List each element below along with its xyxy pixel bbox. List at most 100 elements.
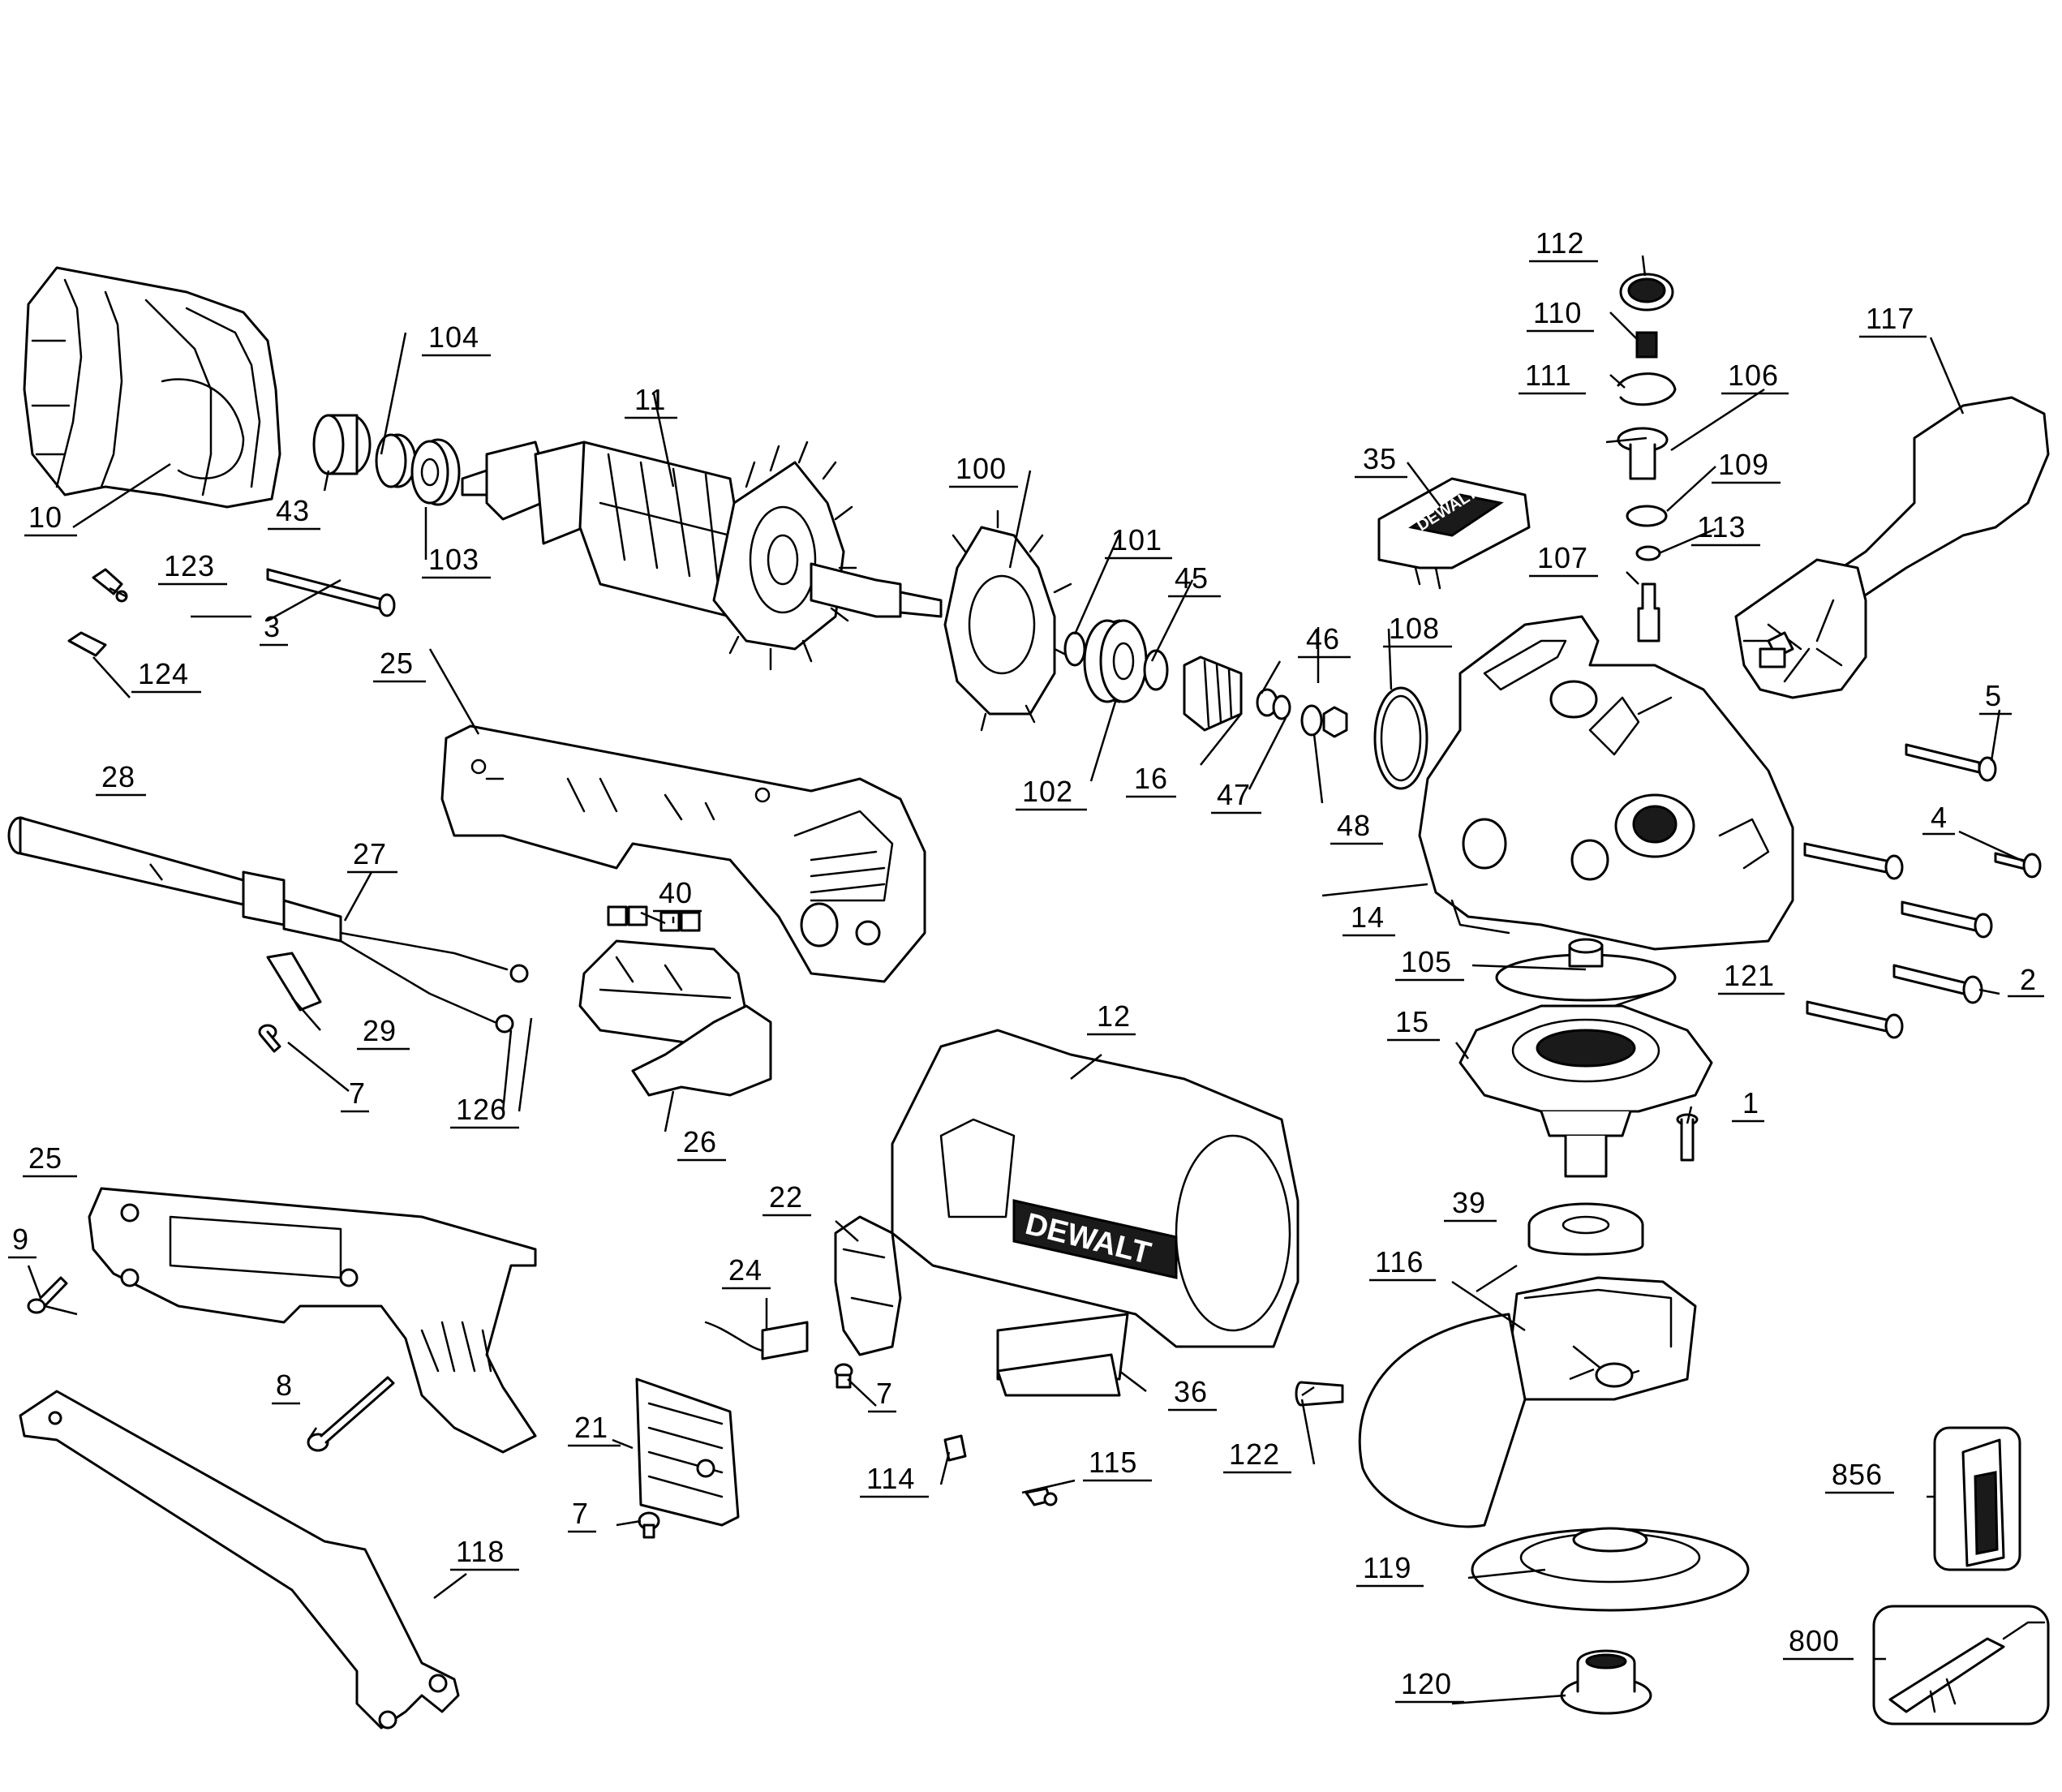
part-25-handle-half-upper — [440, 724, 926, 983]
part-screw-lower-right-a — [1901, 900, 1993, 939]
part-4-screw — [1994, 852, 2042, 879]
callout-26: 26 — [683, 1125, 717, 1158]
part-104-bearing — [375, 433, 417, 488]
callout-116: 116 — [1375, 1245, 1424, 1278]
callout-1: 1 — [1742, 1086, 1759, 1119]
part-21-cover — [635, 1377, 740, 1527]
callout-4: 4 — [1931, 801, 1948, 834]
callout-126: 126 — [456, 1093, 507, 1126]
callout-2: 2 — [2020, 963, 2037, 996]
part-110-spring — [1635, 331, 1658, 359]
part-15-spindle-housing — [1458, 1004, 1713, 1178]
part-5-screw — [1905, 743, 1997, 782]
part-7-screw-b — [834, 1363, 853, 1389]
callout-27: 27 — [353, 837, 387, 870]
callout-856: 856 — [1832, 1458, 1883, 1491]
callout-3: 3 — [264, 610, 281, 643]
callout-124: 124 — [138, 657, 189, 690]
callout-46: 46 — [1306, 622, 1340, 655]
callout-115: 115 — [1089, 1446, 1137, 1479]
callout-800: 800 — [1789, 1624, 1840, 1657]
part-27-cord-protector — [242, 870, 529, 1034]
part-118-spanner-wrench — [19, 1390, 460, 1730]
part-107-pin — [1637, 582, 1660, 642]
part-25-handle-half-lower — [88, 1187, 537, 1454]
callout-40: 40 — [659, 876, 693, 909]
part-7-screw-a — [258, 1024, 281, 1053]
callout-111: 111 — [1525, 359, 1572, 392]
callout-24: 24 — [728, 1253, 763, 1287]
callout-9: 9 — [12, 1223, 29, 1256]
part-111-clip — [1617, 372, 1677, 406]
callout-43: 43 — [276, 494, 310, 527]
callout-109: 109 — [1718, 448, 1769, 481]
callout-35: 35 — [1363, 442, 1397, 475]
part-9-screw — [27, 1276, 68, 1314]
part-2-screw — [1892, 964, 1983, 1004]
callout-39: 39 — [1452, 1186, 1486, 1219]
callout-7b: 7 — [876, 1377, 893, 1410]
callout-121: 121 — [1724, 959, 1775, 992]
part-screw-bottom-right — [1806, 1000, 1904, 1039]
part-100-baffle — [943, 509, 1072, 732]
callout-107: 107 — [1537, 541, 1588, 574]
callout-123: 123 — [164, 549, 215, 582]
callout-122: 122 — [1229, 1437, 1280, 1471]
part-123-terminal — [92, 568, 128, 603]
part-102-bearing — [1083, 619, 1148, 703]
callout-7c: 7 — [572, 1497, 589, 1530]
callout-119: 119 — [1363, 1551, 1411, 1584]
part-40-brush-holders — [607, 905, 701, 932]
part-26-switch — [578, 939, 772, 1097]
callout-105: 105 — [1401, 945, 1452, 978]
callout-25b: 25 — [28, 1141, 62, 1175]
callout-12: 12 — [1097, 999, 1131, 1033]
callout-102: 102 — [1022, 775, 1073, 808]
callout-36: 36 — [1174, 1375, 1208, 1408]
callout-117: 117 — [1866, 302, 1914, 335]
part-48-nut — [1300, 704, 1348, 738]
callout-22: 22 — [769, 1180, 803, 1214]
callout-101: 101 — [1111, 523, 1162, 557]
part-11-armature — [461, 440, 943, 671]
part-115-terminal — [1025, 1487, 1058, 1506]
callout-120: 120 — [1401, 1667, 1452, 1700]
callout-labels: 1 2 3 4 5 7 7 7 8 9 10 11 12 14 15 16 21… — [8, 226, 2044, 1704]
callout-104: 104 — [428, 320, 479, 354]
part-43-bearing-sleeve — [312, 414, 372, 475]
callout-48: 48 — [1337, 809, 1371, 842]
part-36-label — [996, 1353, 1121, 1397]
part-35-cover — [1377, 477, 1531, 590]
callout-28: 28 — [101, 760, 135, 793]
part-24-carbon-brush — [704, 1321, 809, 1360]
part-800-cord-set — [1872, 1605, 2050, 1725]
part-8-screw — [307, 1376, 395, 1452]
part-28-cord — [7, 816, 245, 906]
callout-112: 112 — [1536, 226, 1584, 260]
callout-8: 8 — [276, 1369, 293, 1402]
part-screw-middle-right — [1803, 842, 1904, 880]
part-47-washer — [1272, 694, 1291, 720]
callout-11: 11 — [634, 383, 666, 416]
callout-118: 118 — [456, 1535, 505, 1568]
part-124-connector — [67, 631, 107, 657]
callout-45: 45 — [1175, 561, 1209, 595]
part-39-bearing — [1527, 1202, 1644, 1256]
callout-110: 110 — [1533, 296, 1582, 329]
leader-lines — [27, 255, 2025, 1705]
callout-16: 16 — [1134, 762, 1168, 795]
part-101-retaining-ring — [1063, 631, 1086, 667]
callout-114: 114 — [866, 1462, 915, 1495]
part-29-cord-clamp — [266, 952, 322, 1012]
callout-113: 113 — [1697, 510, 1746, 544]
part-117-side-handle — [1734, 396, 2050, 699]
part-3-screw — [266, 568, 396, 617]
callout-5: 5 — [1985, 679, 2002, 712]
part-112-button — [1619, 273, 1674, 312]
callout-103: 103 — [428, 543, 479, 576]
part-103-bearing — [410, 438, 461, 506]
part-109-o-ring — [1626, 505, 1668, 527]
part-113-o-ring — [1635, 545, 1661, 561]
callout-100: 100 — [956, 452, 1007, 485]
